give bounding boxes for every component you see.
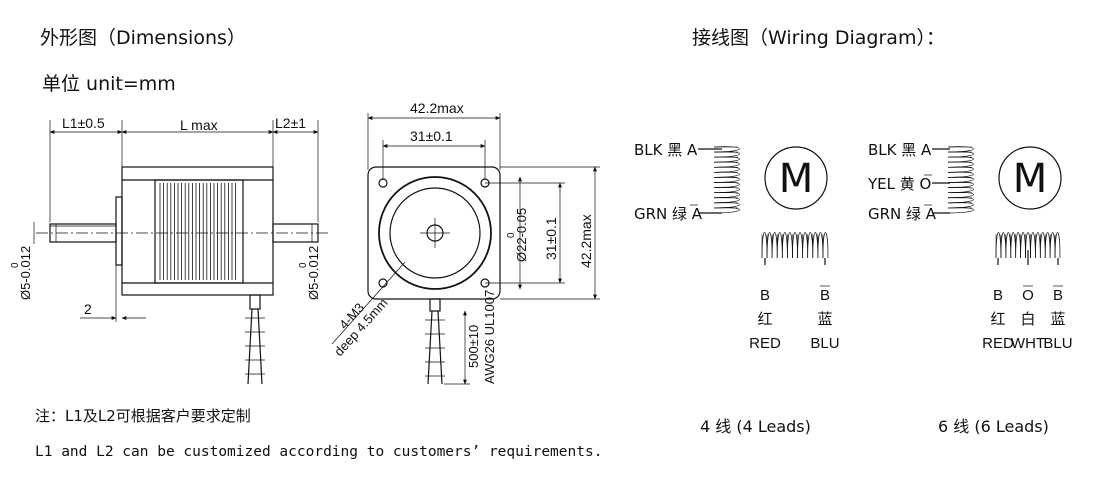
b-label: B [760, 287, 770, 304]
svg-text:0: 0 [10, 262, 21, 268]
dim-l1: L1±0.5 [62, 115, 105, 131]
svg-text:红: 红 [990, 310, 1005, 328]
svg-text:RED: RED [982, 335, 1014, 352]
coil-phase-a-6 [947, 146, 974, 214]
dim-width: 42.2max [410, 100, 464, 116]
wire-a-bar-label-6: GRN 绿 A [868, 205, 937, 223]
motor-label: M [779, 156, 814, 202]
front-view: 42.2max 31±0.1 Ø22-0.05 0 31±0.1 42.2max… [331, 100, 600, 385]
dim-boss: 2 [84, 301, 92, 317]
wire-a-label-6: BLK 黑 A [868, 141, 932, 159]
caption-4-leads: 4 线 (4 Leads) [700, 417, 811, 436]
wiring-4-leads: BLK 黑 A GRN 绿 A M B B 红 蓝 RED BLU 4 线 (4… [634, 141, 840, 436]
svg-text:0: 0 [298, 262, 309, 268]
lead-spec: AWG26 UL1007 [482, 290, 497, 384]
svg-text:BLU: BLU [810, 335, 839, 352]
svg-text:B: B [993, 287, 1003, 304]
wire-o-label-6: YEL 黄 O [867, 175, 931, 193]
unit-label: 单位 unit=mm [42, 73, 176, 95]
dim-l2: L2±1 [275, 115, 306, 131]
cooling-fins [159, 183, 237, 280]
svg-text:O: O [1022, 287, 1034, 304]
wiring-6-leads: BLK 黑 A YEL 黄 O GRN 绿 A M B O B 红 白 蓝 RE… [867, 141, 1073, 436]
coil-phase-b-6 [995, 232, 1061, 259]
svg-text:红: 红 [757, 310, 772, 328]
b-bar-label: B [820, 287, 830, 304]
note-cn: 注：L1及L2可根据客户要求定制 [35, 407, 251, 425]
wire-a-label: BLK 黑 A [634, 141, 698, 159]
caption-6-leads: 6 线 (6 Leads) [938, 417, 1049, 436]
dim-shaft-right: Ø5-0.012 [306, 246, 321, 300]
dim-hole-pitch-v: 31±0.1 [543, 217, 559, 260]
wiring-title: 接线图（Wiring Diagram）： [692, 27, 945, 49]
coil-phase-b [761, 232, 829, 259]
svg-text:WHT: WHT [1011, 335, 1045, 352]
motor-symbol-6 [998, 146, 1062, 210]
dim-boss-dia: Ø22-0.05 [514, 208, 529, 262]
motor-label-6: M [1013, 156, 1048, 202]
coil-phase-a [713, 146, 740, 214]
svg-text:白: 白 [1020, 310, 1035, 328]
note-en: L1 and L2 can be customized according to… [35, 444, 602, 460]
svg-text:蓝: 蓝 [817, 310, 832, 328]
svg-text:蓝: 蓝 [1050, 310, 1065, 328]
dim-hole-pitch-h: 31±0.1 [410, 128, 453, 144]
dim-height: 42.2max [578, 214, 594, 268]
motor-symbol [764, 146, 828, 210]
dim-l: L max [180, 117, 218, 133]
svg-text:0: 0 [506, 232, 517, 238]
lead-length: 500±10 [466, 325, 481, 368]
dimensions-title: 外形图（Dimensions） [40, 27, 246, 49]
svg-text:BLU: BLU [1043, 335, 1072, 352]
side-view: L1±0.5 L max L2±1 2 Ø5-0.012 0 Ø5-0.012 … [10, 115, 330, 385]
svg-text:B: B [1053, 287, 1063, 304]
svg-text:RED: RED [749, 335, 781, 352]
wire-a-bar-label: GRN 绿 A [634, 205, 703, 223]
dim-shaft-left: Ø5-0.012 [18, 246, 33, 300]
